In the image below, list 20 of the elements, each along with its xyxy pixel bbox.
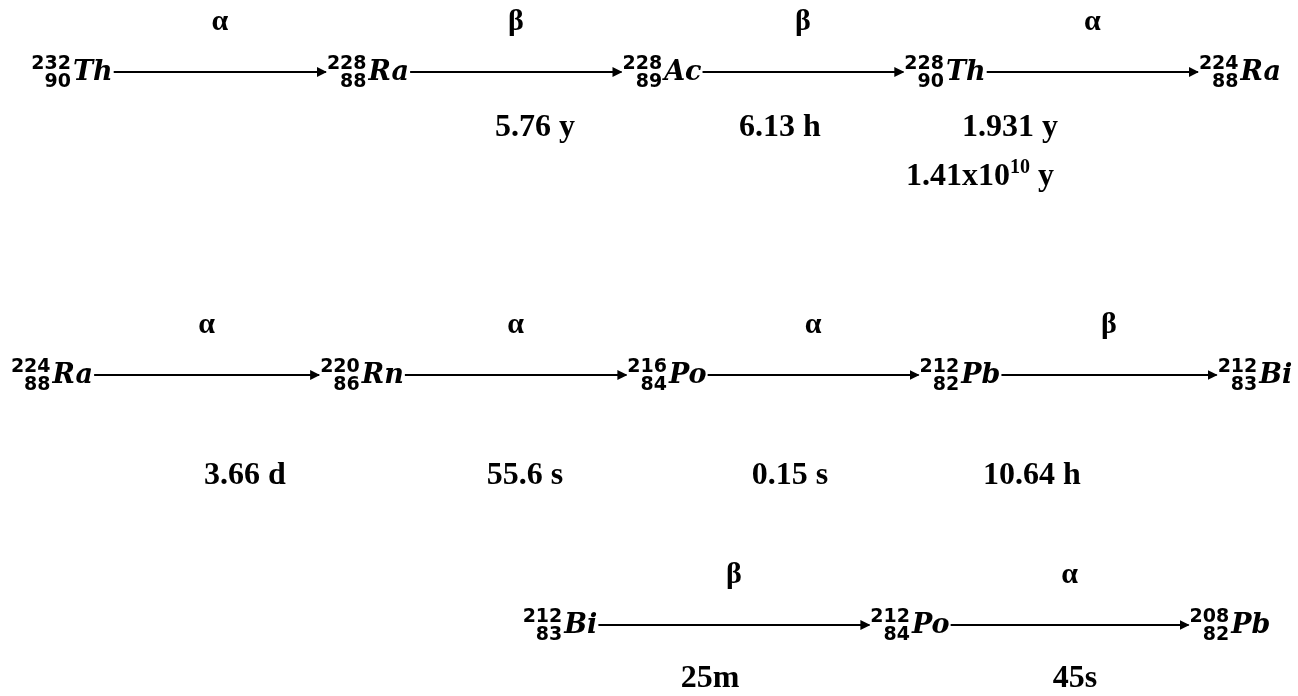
half-life-label: 25m [680,660,740,692]
arrow [985,67,1199,77]
arrow [597,620,871,630]
arrow [112,67,327,77]
half-life-label: 3.66 d [204,457,286,489]
half-life-label: 55.6 s [486,457,564,489]
arrow [403,370,628,380]
arrow [706,370,920,380]
half-life-label: 6.13 h [739,109,821,141]
half-life-label: 10.64 h [983,457,1081,489]
half-life-label: 1.931 y [962,109,1058,141]
arrow [1000,370,1218,380]
half-life-label: 1.41x10$^{10}$ y [906,156,1054,190]
arrow [93,370,321,380]
arrow [949,620,1190,630]
arrow [701,67,905,77]
arrow [409,67,623,77]
half-life-label: 45s [1052,660,1098,692]
half-life-label: 0.15 s [751,457,829,489]
half-life-label: 5.76 y [495,109,575,141]
